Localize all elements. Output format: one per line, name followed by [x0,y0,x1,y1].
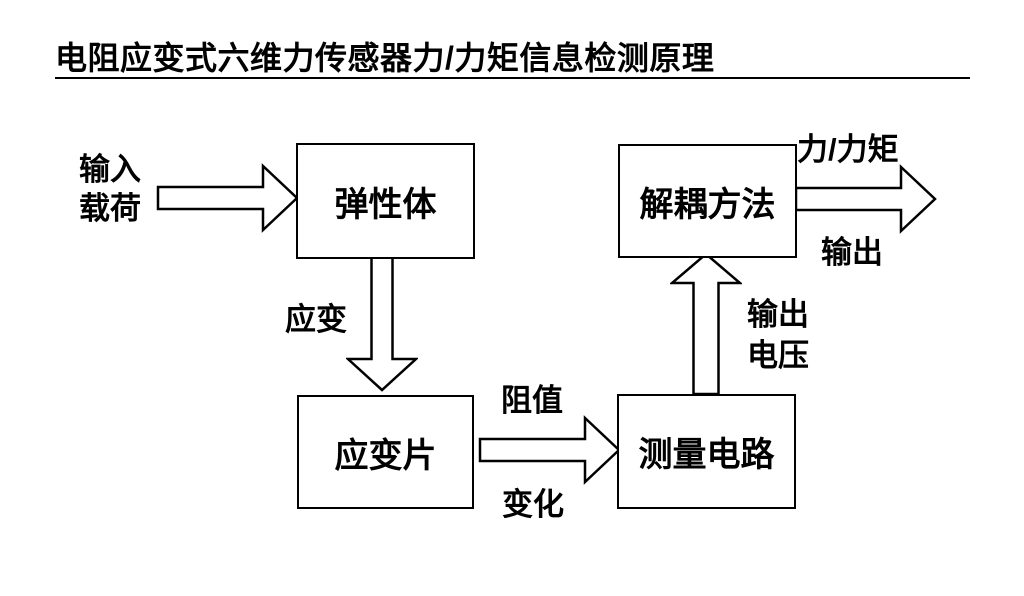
label-output-voltage: 输出 电压 [747,297,809,373]
box-decoupling-method-label: 解耦方法 [639,185,776,224]
title-underline [55,77,970,79]
label-force-torque: 力/力矩 [797,132,899,167]
box-measuring-circuit-label: 测量电路 [638,436,775,474]
label-output: 输出 [821,235,883,270]
box-elastic-body: 弹性体 [296,143,475,259]
block-arrow-up-icon [670,252,742,396]
box-strain-gauge: 应变片 [297,395,474,509]
box-elastic-body-label: 弹性体 [334,185,437,224]
page-title: 电阻应变式六维力传感器力/力矩信息检测原理 [55,40,715,76]
label-resistance-value: 阻值 [501,383,563,418]
label-change: 变化 [502,487,564,522]
label-strain: 应变 [285,302,347,337]
box-strain-gauge-label: 应变片 [334,436,437,475]
box-measuring-circuit: 测量电路 [617,394,796,509]
block-arrow-right-icon [794,164,937,234]
label-input-load: 输入 载荷 [79,152,141,226]
box-decoupling-method: 解耦方法 [618,144,797,258]
block-arrow-right-icon [156,163,299,233]
block-arrow-right-icon [478,415,621,485]
block-arrow-down-icon [346,253,418,392]
